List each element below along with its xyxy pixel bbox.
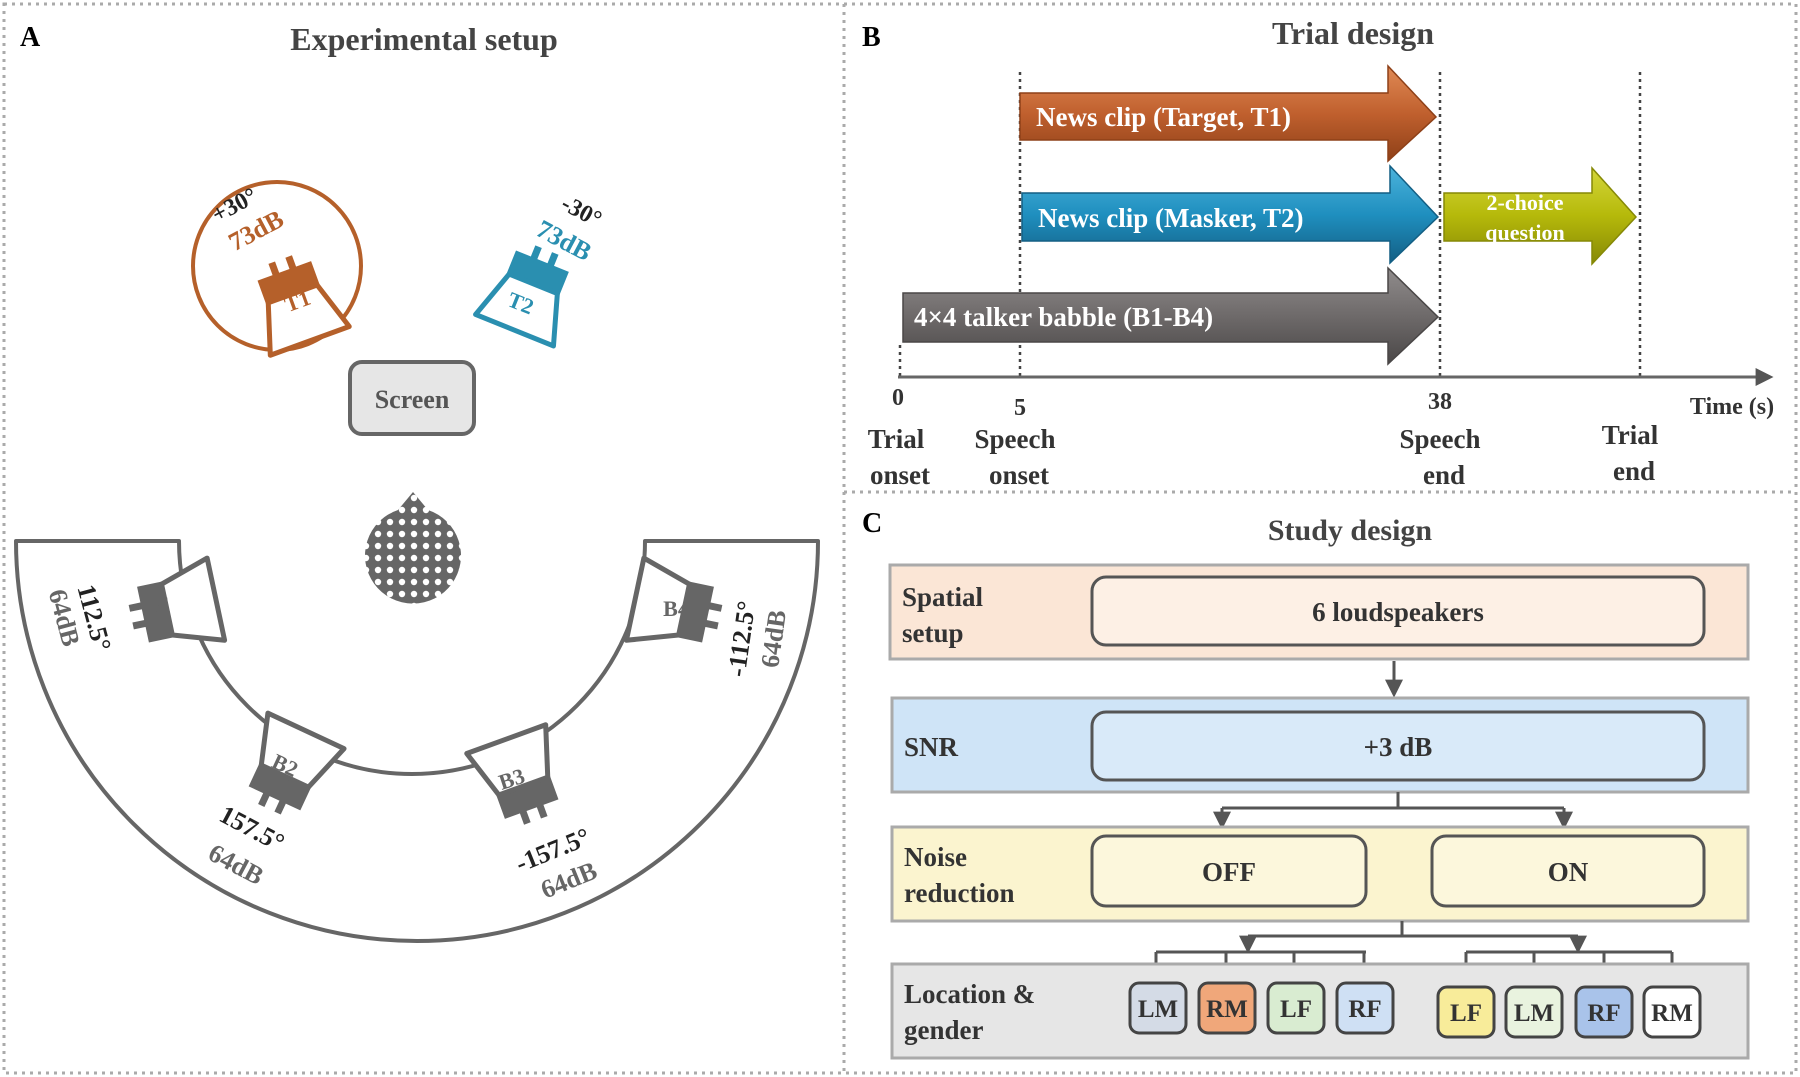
tick-38: 38 bbox=[1428, 389, 1452, 415]
question-label-line1: 2-choice bbox=[1487, 190, 1564, 215]
event-trial-end-line2: end bbox=[1613, 456, 1655, 486]
condition-label: RM bbox=[1651, 1000, 1693, 1027]
event-speech-onset-line1: Speech bbox=[975, 424, 1056, 454]
condition-label: LF bbox=[1280, 996, 1312, 1023]
tick-0: 0 bbox=[892, 385, 904, 411]
condition-lf-right: LF bbox=[1436, 985, 1496, 1039]
condition-label: RF bbox=[1348, 996, 1381, 1023]
listener-head-icon bbox=[365, 492, 462, 604]
row3-on: ON bbox=[1548, 857, 1589, 887]
event-labels: Trial onset Speech onset Speech end Tria… bbox=[868, 420, 1659, 490]
babble-label: 4×4 talker babble (B1-B4) bbox=[914, 302, 1213, 332]
condition-label: LF bbox=[1450, 1000, 1482, 1027]
panel-b-title: Trial design bbox=[1272, 15, 1434, 51]
condition-label: RF bbox=[1587, 1000, 1620, 1027]
event-trial-end-line1: Trial bbox=[1602, 420, 1659, 450]
row2-value: +3 dB bbox=[1364, 732, 1433, 762]
condition-rm-left: RM bbox=[1197, 981, 1257, 1035]
event-speech-end-line2: end bbox=[1423, 460, 1465, 490]
row-spatial-setup: Spatial setup 6 loudspeakers bbox=[888, 563, 1750, 661]
row3-label-line1: Noise bbox=[904, 842, 967, 872]
target-arrow: News clip (Target, T1) bbox=[1019, 64, 1438, 163]
row4-label-line1: Location & bbox=[904, 979, 1035, 1009]
condition-lm-right: LM bbox=[1504, 985, 1564, 1039]
panel-c-letter: C bbox=[862, 508, 882, 539]
panel-c-title: Study design bbox=[1268, 514, 1433, 547]
condition-rf-left: RF bbox=[1335, 981, 1395, 1035]
condition-rf-right: RF bbox=[1574, 985, 1634, 1039]
row1-value: 6 loudspeakers bbox=[1312, 597, 1484, 627]
question-arrow: 2-choice question bbox=[1443, 166, 1638, 266]
event-speech-onset-line2: onset bbox=[989, 460, 1049, 490]
row1-box bbox=[1090, 575, 1706, 647]
event-trial-onset-line1: Trial bbox=[868, 424, 925, 454]
panel-c: C Study design Spatial setup 6 loudspeak… bbox=[862, 508, 1750, 1060]
row1-label-line1: Spatial bbox=[902, 582, 984, 612]
masker-label: News clip (Masker, T2) bbox=[1038, 203, 1304, 233]
panel-b-letter: B bbox=[862, 22, 881, 53]
condition-lm-left: LM bbox=[1128, 981, 1188, 1035]
event-trial-onset-line2: onset bbox=[870, 460, 930, 490]
condition-lf-left: LF bbox=[1266, 981, 1326, 1035]
panel-b: B Trial design News clip (Target, T1) Ne… bbox=[862, 15, 1774, 490]
condition-rm-right: RM bbox=[1642, 985, 1702, 1039]
panel-a: A Experimental setup T1 73dB +30° T2 73d… bbox=[14, 21, 820, 943]
row2-label: SNR bbox=[904, 732, 959, 762]
row4-label-line2: gender bbox=[904, 1015, 984, 1045]
tick-5: 5 bbox=[1014, 395, 1026, 421]
b4-label: B4 bbox=[663, 596, 689, 621]
row2-box bbox=[1090, 710, 1706, 782]
row1-label-line2: setup bbox=[902, 618, 964, 648]
row3-label-line2: reduction bbox=[904, 878, 1015, 908]
masker-arrow: News clip (Masker, T2) bbox=[1021, 164, 1440, 265]
screen-label: Screen bbox=[375, 385, 450, 414]
event-speech-end-line1: Speech bbox=[1400, 424, 1481, 454]
t1-loudspeaker: T1 73dB +30° bbox=[191, 180, 363, 355]
time-axis-label: Time (s) bbox=[1690, 394, 1774, 420]
question-label-line2: question bbox=[1485, 220, 1564, 245]
row3-on-box bbox=[1430, 834, 1706, 908]
row3-off-box bbox=[1090, 834, 1368, 908]
connector-2-3 bbox=[1213, 792, 1573, 830]
condition-label: RM bbox=[1206, 996, 1248, 1023]
panel-a-letter: A bbox=[20, 22, 41, 53]
b1-label: B1 bbox=[145, 592, 171, 617]
t2-loudspeaker: T2 73dB -30° bbox=[476, 191, 606, 346]
row-noise-reduction: Noise reduction OFF ON bbox=[890, 825, 1750, 923]
target-label: News clip (Target, T1) bbox=[1036, 102, 1291, 132]
row3-off: OFF bbox=[1202, 857, 1256, 887]
row-snr: SNR +3 dB bbox=[890, 696, 1750, 794]
condition-label: LM bbox=[1138, 996, 1178, 1023]
babble-arrow: 4×4 talker babble (B1-B4) bbox=[902, 266, 1440, 366]
condition-label: LM bbox=[1514, 1000, 1554, 1027]
panel-a-title: Experimental setup bbox=[290, 21, 558, 57]
screen: Screen bbox=[348, 360, 476, 436]
row-location-gender: Location & gender LM RM LF RF LF bbox=[890, 962, 1750, 1060]
